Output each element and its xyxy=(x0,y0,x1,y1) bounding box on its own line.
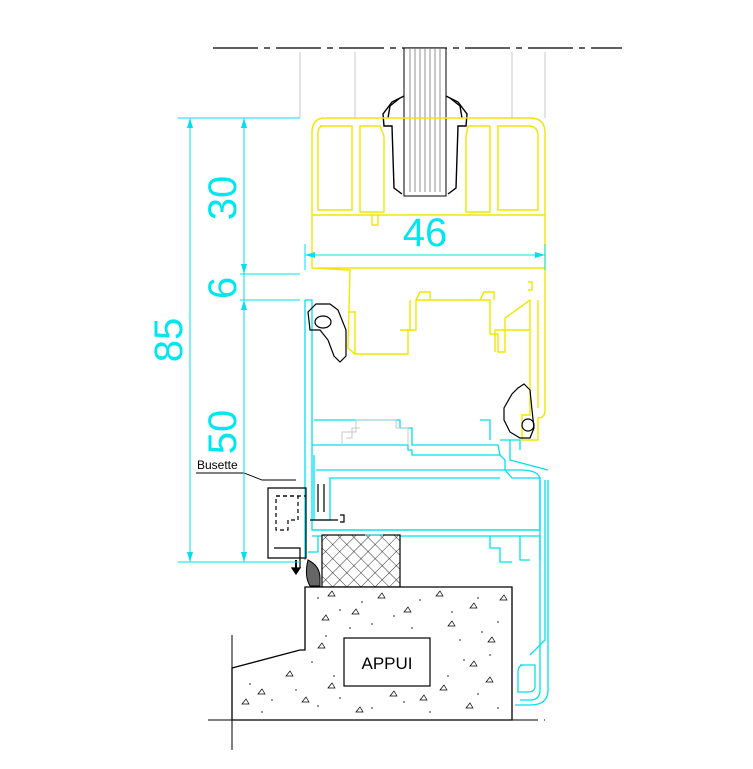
sealant-bead xyxy=(305,559,321,587)
dimension-lines xyxy=(178,117,546,563)
dimension-6: 6 xyxy=(201,277,245,299)
dimension-30: 30 xyxy=(201,176,245,221)
glazing-gasket xyxy=(382,95,468,195)
construction-lines xyxy=(299,52,546,118)
busette-label: Busette xyxy=(197,458,238,472)
glazing-pane xyxy=(403,47,447,197)
weather-seal-upper xyxy=(307,303,347,363)
sash-profile xyxy=(311,117,546,441)
axis-line-bottom xyxy=(208,635,545,750)
dimension-85: 85 xyxy=(147,318,191,363)
busette-part xyxy=(267,484,345,576)
dimension-arrows xyxy=(187,118,545,562)
dimension-50: 50 xyxy=(201,410,245,455)
grey-profile xyxy=(341,419,409,445)
insulation-block xyxy=(321,534,401,588)
appui-label-box xyxy=(343,637,431,687)
weather-seal-lower xyxy=(503,383,535,439)
appui-label: APPUI xyxy=(361,654,412,673)
dimension-46: 46 xyxy=(403,211,448,255)
busette-leader xyxy=(196,472,296,481)
